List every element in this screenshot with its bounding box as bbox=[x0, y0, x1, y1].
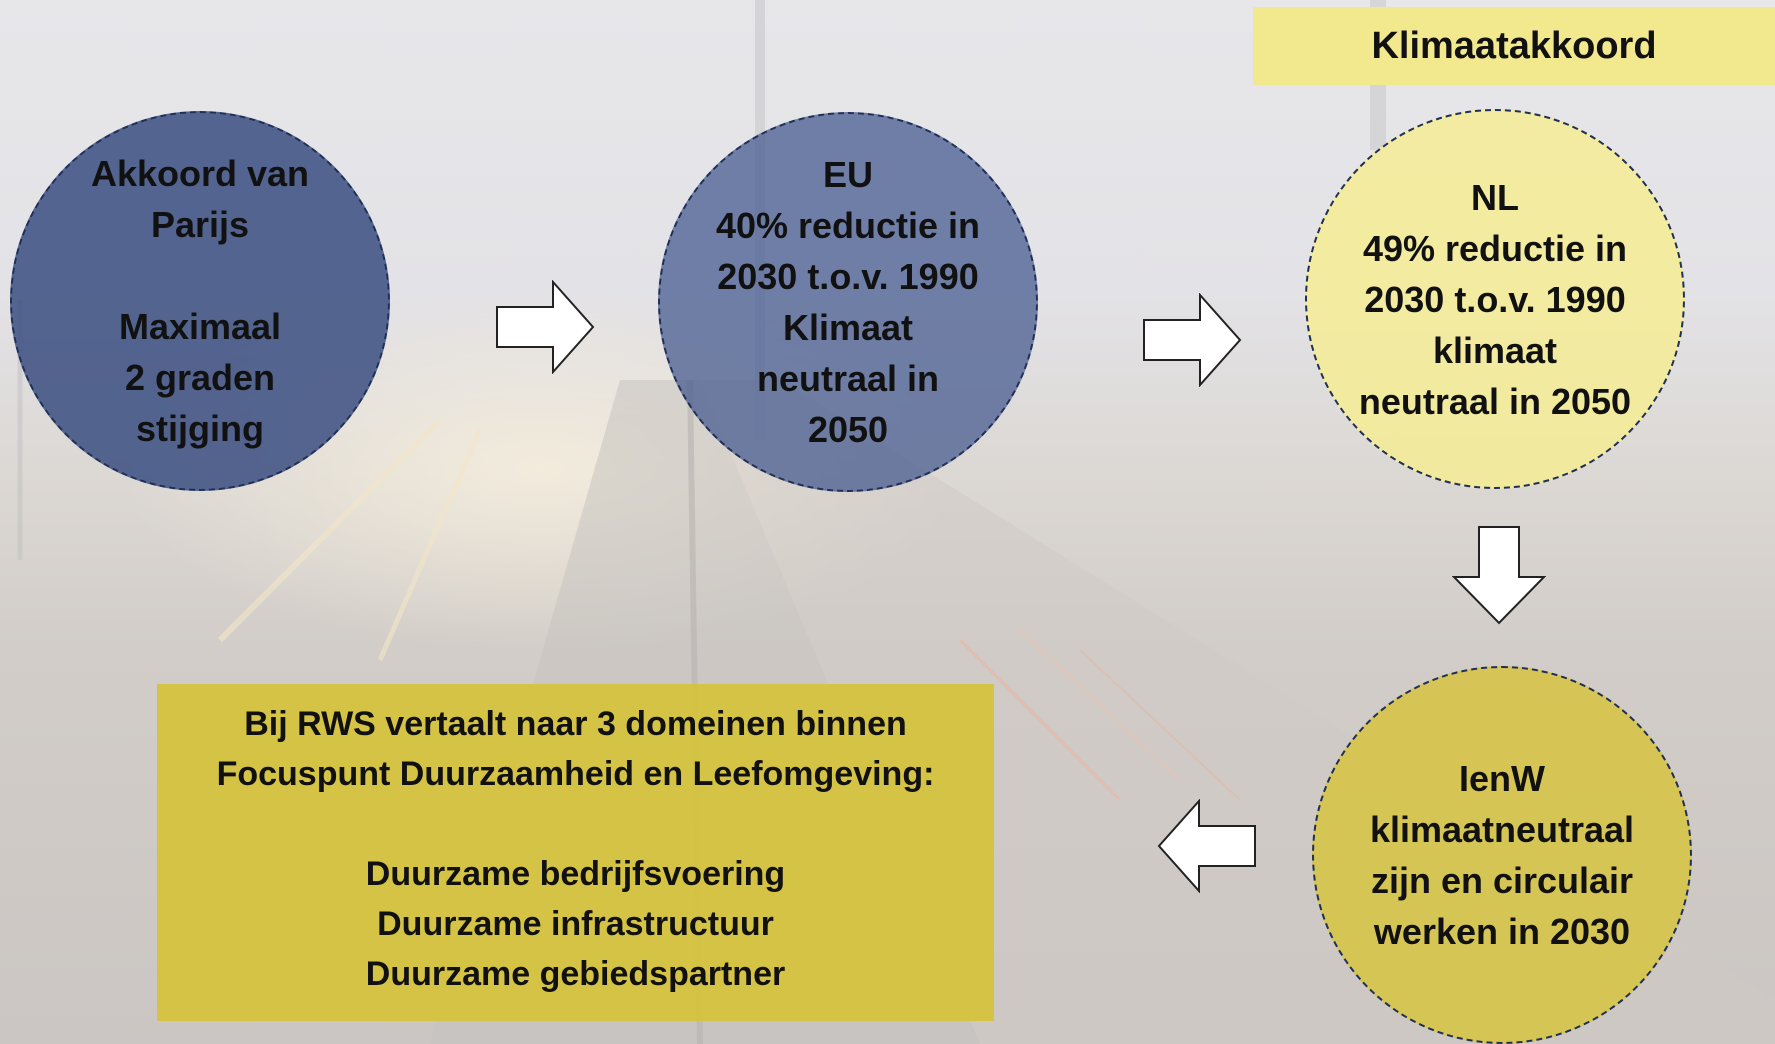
domain-gebiedspartner: Duurzame gebiedspartner bbox=[365, 955, 786, 993]
rws-domains-box: Bij RWS vertaalt naar 3 domeinen binnen … bbox=[157, 684, 994, 1021]
circle-ienw-text: IenW klimaatneutraal zijn en circulair w… bbox=[1369, 758, 1635, 952]
circle-nl-text: NL 49% reductie in 2030 t.o.v. 1990 klim… bbox=[1358, 176, 1632, 422]
circle-eu: EU 40% reductie in 2030 t.o.v. 1990 Klim… bbox=[658, 112, 1038, 492]
rws-line-2: Focuspunt Duurzaamheid en Leefomgeving: bbox=[216, 755, 935, 793]
circle-parijs: Akkoord van Parijs Maximaal 2 graden sti… bbox=[10, 111, 390, 491]
circle-nl: NL 49% reductie in 2030 t.o.v. 1990 klim… bbox=[1305, 109, 1685, 489]
right-arrow-icon bbox=[496, 280, 595, 374]
down-arrow-icon bbox=[1452, 526, 1546, 625]
left-arrow-icon bbox=[1157, 799, 1256, 893]
domain-bedrijfsvoering: Duurzame bedrijfsvoering bbox=[365, 855, 786, 893]
domain-infrastructuur: Duurzame infrastructuur bbox=[377, 905, 774, 943]
klimaatakkoord-text: Klimaatakkoord bbox=[1371, 24, 1657, 67]
circle-eu-text: EU 40% reductie in 2030 t.o.v. 1990 Klim… bbox=[715, 154, 981, 450]
rws-line-1: Bij RWS vertaalt naar 3 domeinen binnen bbox=[244, 705, 907, 743]
klimaatakkoord-label: Klimaatakkoord bbox=[1253, 7, 1775, 85]
circle-ienw: IenW klimaatneutraal zijn en circulair w… bbox=[1312, 666, 1692, 1044]
circle-parijs-text: Akkoord van Parijs Maximaal 2 graden sti… bbox=[90, 153, 310, 449]
right-arrow-icon bbox=[1143, 293, 1242, 387]
